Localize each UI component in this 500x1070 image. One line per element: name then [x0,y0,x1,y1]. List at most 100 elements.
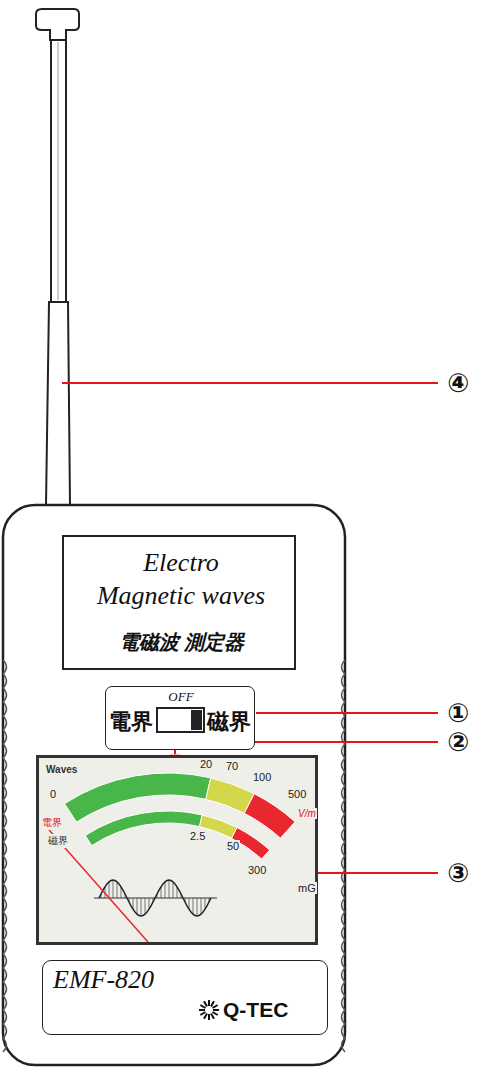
scale-unit: V/m [297,808,317,819]
grip-ridge [3,940,7,954]
callout-number: ① [447,700,469,726]
device-title-jp: 電磁波 測定器 [119,629,244,656]
grip-ridge [3,1010,7,1024]
grip-ridge [3,744,7,758]
grip-ridge [3,814,7,828]
grip-ridge [3,982,7,996]
callout-number: ② [447,729,469,755]
grip-ridge [342,786,346,800]
grip-ridge [3,786,7,800]
scale-number: 500 [287,788,307,800]
wave-hatch [201,898,202,914]
sunburst-ray [200,1012,205,1015]
grip-ridge [342,828,346,842]
sunburst-ray [204,1001,207,1006]
title-plate: Electro Magnetic waves 電磁波 測定器 [62,535,296,670]
switch-slot [157,708,204,732]
grip-ridge [342,716,346,730]
grip-ridge [3,870,7,884]
grip-ridge [342,674,346,688]
switch-position: 磁界 [207,707,251,737]
grip-ridge [342,968,346,982]
grip-ridge [342,842,346,856]
grip-ridge [342,926,346,940]
wave-hatch [109,882,110,898]
sunburst-ray [213,1009,219,1011]
scale-number: 300 [247,864,267,876]
grip-ridge [342,912,346,926]
model-name: EMF-820 [53,965,154,995]
grip-ridge [342,1024,346,1038]
brand-name: Q-TEC [223,998,288,1022]
switch-knob [191,710,202,730]
grip-ridge [3,716,7,730]
scale-number: 0 [49,788,57,800]
sunburst-ray [208,1000,210,1006]
grip-ridge [3,1024,7,1038]
grip-ridge [3,758,7,772]
grip-ridge [342,884,346,898]
grip-ridge [3,954,7,968]
scale-number: 50 [226,840,240,852]
meter-scale [39,758,315,942]
grip-ridge [342,996,346,1010]
sunburst-ray [200,1005,205,1008]
scale-band [244,794,295,838]
grip-ridge [3,660,7,674]
scale-band [199,815,237,838]
grip-ridge [3,828,7,842]
grip-ridge [3,688,7,702]
scale-number: 70 [225,760,239,772]
grip-ridge [3,856,7,870]
grip-ridge [3,884,7,898]
sunburst-ray [199,1009,205,1011]
grip-ridge [342,982,346,996]
wave-hatch [169,880,170,898]
meter-needle [43,823,148,942]
leader-line [256,712,438,714]
leader-lines [62,383,438,873]
wave-hatch [197,898,198,916]
wave-hatch [145,898,146,914]
wave-hatch [173,882,174,898]
grip-ridge [342,772,346,786]
antenna-knob [36,9,79,40]
sunburst-ray [211,1014,214,1019]
scale-unit: mG [297,882,317,894]
grip-ridge [342,954,346,968]
scale-number: 100 [252,771,272,783]
scale-band [85,811,202,846]
wave-hatch [137,898,138,914]
switch-position: 電界 [109,707,153,737]
antenna-rod-upper [51,40,66,302]
meter-window: Waves02070100500V/m2.550300mG電界磁界 [36,755,318,945]
wave-hatch [141,898,142,916]
grip-ridge [342,660,346,674]
sunburst-ray [213,1005,218,1008]
scale-number: 2.5 [189,830,206,842]
grip-ridge [3,912,7,926]
callout-number: ③ [447,860,469,886]
sunburst-ray [211,1001,214,1006]
grip-ridge [342,1038,346,1052]
grip-ridge [342,744,346,758]
wave-hatch [193,898,194,914]
wave-hatch [117,882,118,898]
antenna-rod-lower [46,302,70,505]
grip-ridges [3,660,345,1052]
scale-name: 電界 [41,816,63,830]
device-housing [3,505,345,1065]
mode-switch-panel: OFF電界磁界 [105,686,255,750]
model-plate: EMF-820Q-TEC [42,960,328,1035]
scale-band [232,828,270,859]
leader-line [62,382,438,384]
grip-ridge [3,702,7,716]
grip-ridge [342,800,346,814]
grip-ridge [342,814,346,828]
grip-ridge [3,898,7,912]
wave-curve [99,880,211,916]
wave-hatch [165,882,166,898]
grip-ridge [342,1010,346,1024]
device-title: Electro Magnetic waves [96,547,266,612]
grip-ridge [3,996,7,1010]
